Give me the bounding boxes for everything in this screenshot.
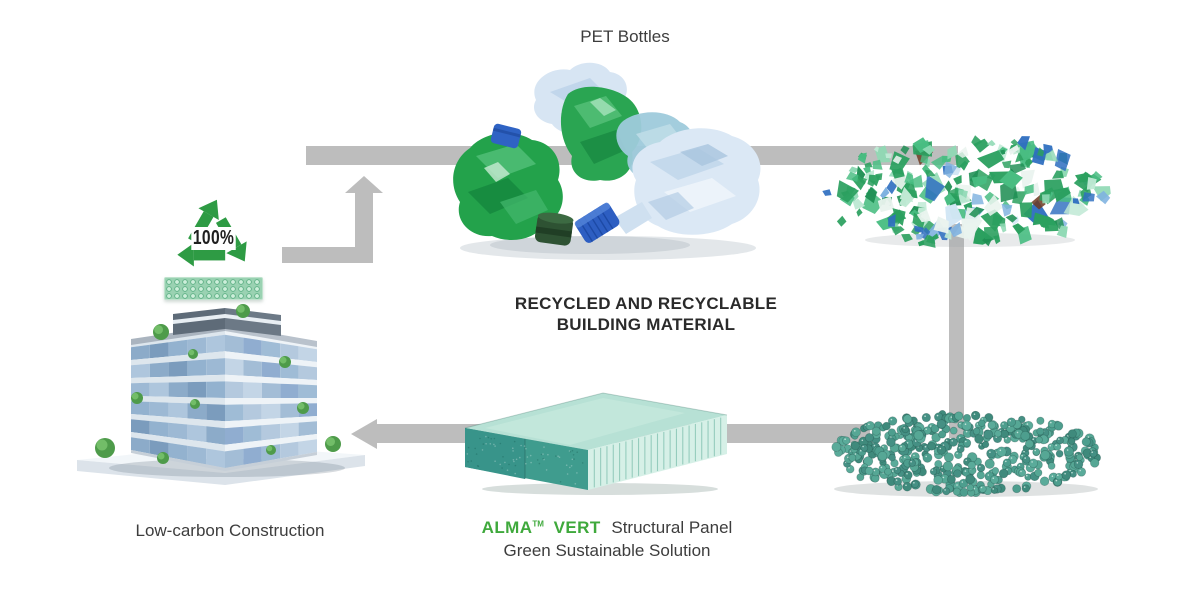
recycle-percentage-badge: 100% (168, 227, 260, 250)
dark-green-cap-icon (535, 212, 574, 246)
recycle-percentage-value: 100% (191, 227, 237, 250)
brand-variant: VERT (553, 518, 601, 537)
brand-name: ALMA (481, 518, 533, 537)
blue-bottle-cap-icon (574, 202, 620, 243)
flow-elbow-vertical (355, 192, 373, 263)
trademark-symbol: TM (532, 519, 544, 529)
main-title: RECYCLED AND RECYCLABLE BUILDING MATERIA… (486, 293, 806, 335)
panel-caption: ALMATM VERT Structural Panel (447, 518, 767, 538)
recycled-pellets-image (831, 410, 1101, 497)
blue-bottle-cap-icon (490, 123, 522, 149)
foam-panel-image (464, 392, 728, 495)
pet-bottles-image (453, 62, 761, 260)
flow-elbow-horizontal (282, 247, 373, 263)
building-image (77, 304, 365, 485)
main-title-line2: BUILDING MATERIAL (556, 315, 736, 334)
construction-label: Low-carbon Construction (135, 521, 325, 540)
panel-caption-text: Structural Panel (611, 518, 733, 537)
plastic-flakes-image (822, 135, 1111, 248)
left-arrowhead-icon (351, 419, 377, 449)
flow-arrow-right (949, 224, 964, 438)
up-arrowhead-icon (345, 176, 383, 193)
main-title-line1: RECYCLED AND RECYCLABLE (514, 294, 778, 313)
foam-strip-image (164, 277, 263, 300)
panel-subtitle: Green Sustainable Solution (503, 541, 711, 560)
pet-bottles-label: PET Bottles (580, 27, 670, 46)
